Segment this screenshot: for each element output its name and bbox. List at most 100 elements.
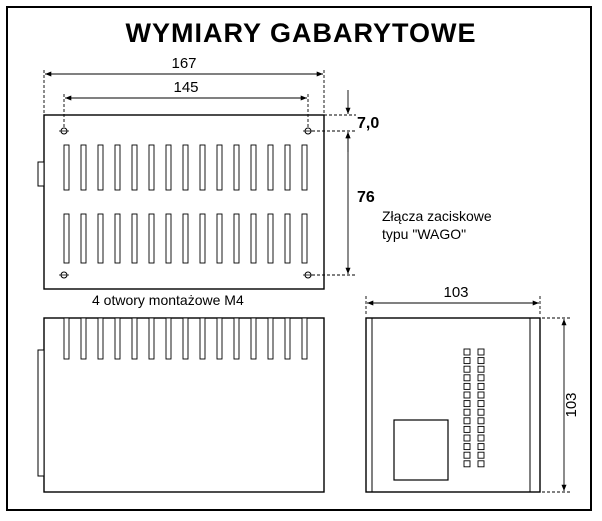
dimension-label-7-0: 7,0: [357, 115, 379, 132]
dimension-103-horizontal: [365, 296, 541, 316]
side-view-outline: [365, 317, 541, 493]
vent-slot: [199, 144, 206, 191]
terminal-contact: [463, 434, 471, 442]
vent-slot: [97, 317, 104, 360]
mounting-holes-label: 4 otwory montażowe M4: [92, 292, 244, 308]
vent-slot: [250, 144, 257, 191]
vent-slot: [182, 317, 189, 360]
terminal-contact: [463, 374, 471, 382]
vent-slot: [165, 317, 172, 360]
front-view: [37, 317, 325, 493]
terminal-contact: [463, 443, 471, 451]
vent-slot: [97, 144, 104, 191]
vent-slot: [131, 213, 138, 264]
dimension-145: [63, 94, 309, 128]
vent-slot: [165, 144, 172, 191]
vent-slot: [148, 317, 155, 360]
terminal-contact: [463, 417, 471, 425]
vent-slot: [114, 144, 121, 191]
vent-slot: [284, 144, 291, 191]
screw-hole-icon: [59, 271, 69, 279]
vent-slot: [80, 144, 87, 191]
side-tab: [37, 161, 45, 187]
vent-slot: [63, 213, 70, 264]
screw-hole-icon: [303, 127, 313, 135]
terminal-contact: [477, 434, 485, 442]
vent-slot: [63, 144, 70, 191]
dimension-label-103-vertical: 103: [563, 392, 580, 417]
terminal-contact: [477, 408, 485, 416]
terminal-contact: [463, 425, 471, 433]
screw-hole-icon: [59, 127, 69, 135]
screw-hole-icon: [303, 271, 313, 279]
vent-slot: [114, 213, 121, 264]
vent-slot: [301, 213, 308, 264]
vent-slot: [216, 144, 223, 191]
front-side-flange: [37, 349, 45, 477]
dimension-label-167: 167: [171, 55, 196, 72]
vent-slot: [301, 144, 308, 191]
dimension-label-145: 145: [173, 79, 198, 96]
terminal-contact: [477, 382, 485, 390]
vent-slot: [233, 213, 240, 264]
terminal-contact: [477, 451, 485, 459]
vent-slot: [233, 144, 240, 191]
terminal-contact: [477, 400, 485, 408]
top-view: [37, 114, 325, 290]
terminal-contact: [463, 451, 471, 459]
terminal-contact: [463, 365, 471, 373]
vent-slot: [267, 213, 274, 264]
terminal-contact: [477, 417, 485, 425]
vent-slot: [284, 213, 291, 264]
vent-slot: [301, 317, 308, 360]
vent-slot: [284, 317, 291, 360]
terminal-block-icon: [463, 348, 485, 468]
terminal-contact: [463, 408, 471, 416]
vent-slot: [267, 144, 274, 191]
vent-slot: [250, 317, 257, 360]
vent-slot: [182, 213, 189, 264]
vent-slot: [131, 144, 138, 191]
vent-slots-lower: [63, 213, 308, 264]
vent-slot: [233, 317, 240, 360]
page-title: WYMIARY GABARYTOWE: [125, 18, 477, 48]
vent-slot: [114, 317, 121, 360]
vent-slot: [267, 317, 274, 360]
terminal-contact: [477, 391, 485, 399]
vent-slot: [131, 317, 138, 360]
terminals-label-line1: Złącza zaciskowe: [382, 208, 492, 224]
terminal-contact: [477, 374, 485, 382]
vent-slots-front: [63, 317, 308, 360]
dimension-vertical: [312, 90, 356, 276]
terminal-contact: [463, 400, 471, 408]
vent-slot: [199, 317, 206, 360]
terminal-contact: [463, 348, 471, 356]
side-window: [393, 419, 449, 481]
terminal-contact: [463, 460, 471, 468]
terminal-contact: [463, 357, 471, 365]
terminals-label-line2: typu "WAGO": [382, 226, 466, 242]
vent-slots-upper: [63, 144, 308, 191]
terminal-contact: [477, 348, 485, 356]
terminal-contact: [477, 365, 485, 373]
vent-slot: [148, 144, 155, 191]
terminal-contact: [477, 425, 485, 433]
dimension-label-103-horizontal: 103: [443, 284, 468, 301]
terminal-contact: [477, 460, 485, 468]
dimension-label-76: 76: [357, 189, 375, 206]
dimension-103-vertical: [542, 317, 570, 493]
vent-slot: [216, 213, 223, 264]
vent-slot: [199, 213, 206, 264]
dimension-167: [43, 70, 325, 113]
terminal-contact: [463, 391, 471, 399]
vent-slot: [216, 317, 223, 360]
vent-slot: [148, 213, 155, 264]
terminal-contact: [477, 357, 485, 365]
vent-slot: [80, 213, 87, 264]
terminal-contact: [463, 382, 471, 390]
vent-slot: [97, 213, 104, 264]
side-view: [365, 317, 541, 493]
vent-slot: [250, 213, 257, 264]
vent-slot: [80, 317, 87, 360]
